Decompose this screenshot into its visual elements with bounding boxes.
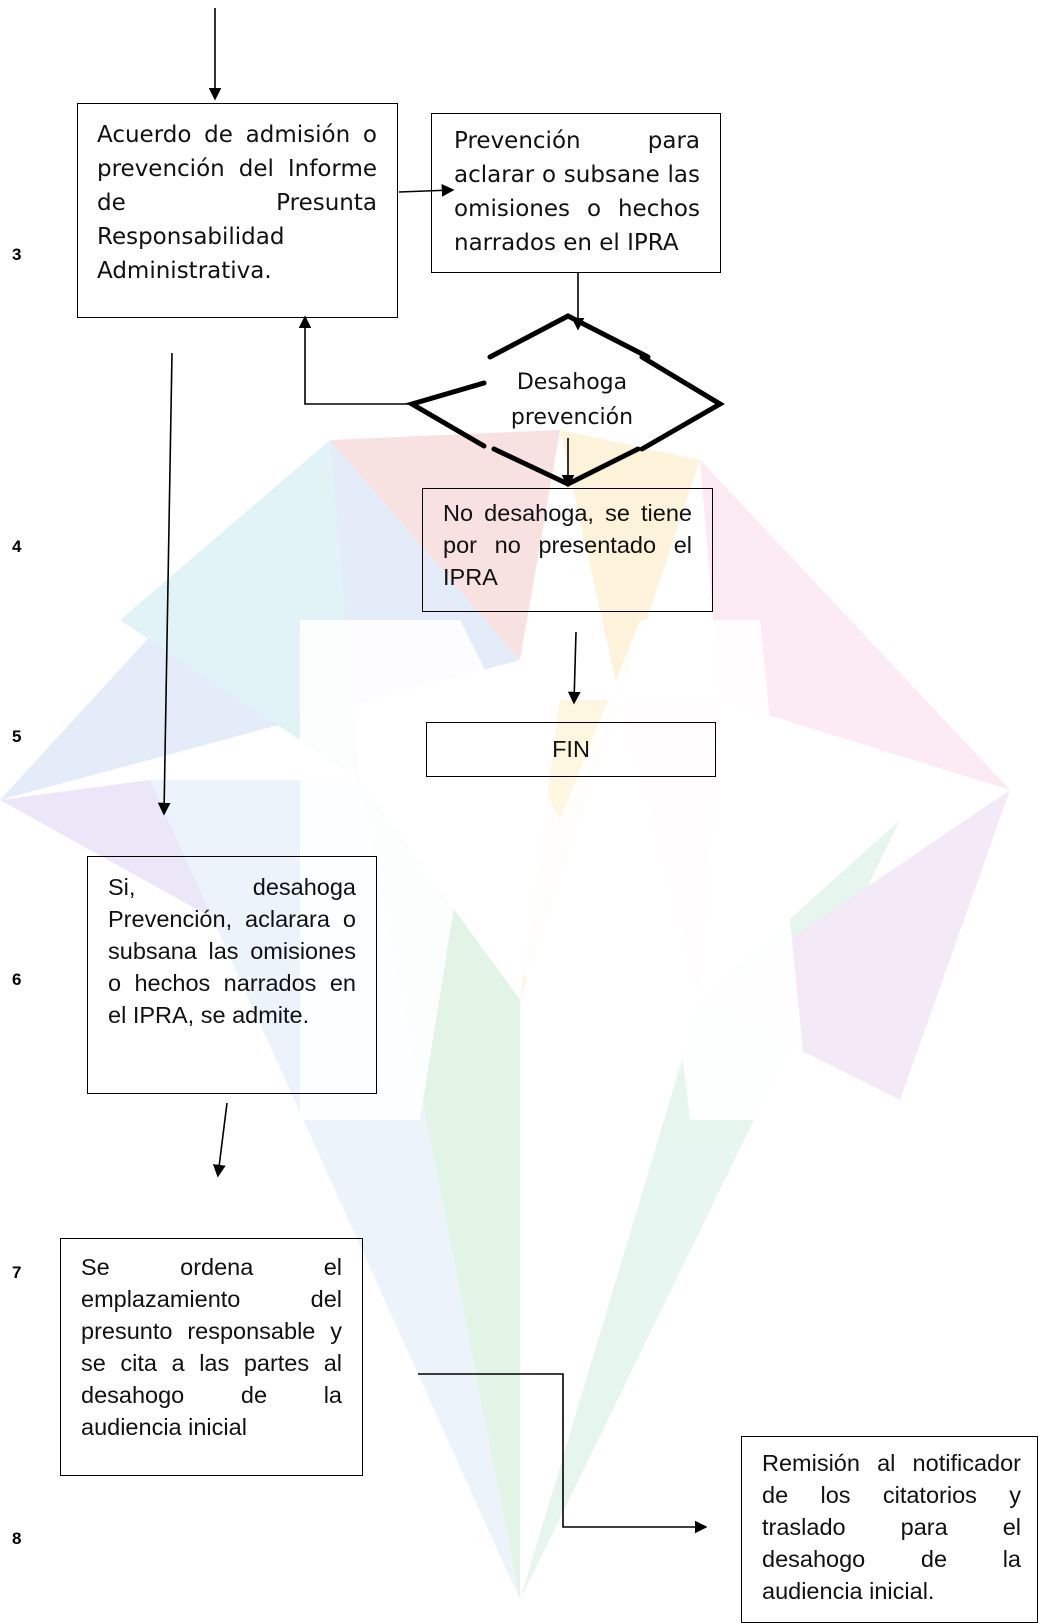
prevencion-box: Prevención para aclarar o subsane las om…	[431, 113, 721, 273]
step-number-8: 8	[12, 1529, 22, 1548]
no-desahoga-box: No desahoga, se tiene por no presentado …	[422, 488, 713, 612]
arrow-no-fin	[567, 631, 581, 705]
step-number-6: 6	[12, 970, 22, 989]
step-number-4: 4	[12, 537, 22, 556]
si-desahoga-box: Si, desahoga Prevención, aclarara o subs…	[87, 856, 377, 1094]
arrow-decision-acuerdo	[298, 315, 412, 405]
fin-box: FIN	[426, 722, 716, 777]
emplazamiento-box: Se ordena el emplazamiento del presunto …	[60, 1238, 363, 1476]
step-number-7: 7	[12, 1263, 22, 1282]
decision-label: Desahoga prevención	[510, 370, 634, 430]
arrow-emplazamiento-remision	[418, 1373, 708, 1534]
step-number-5: 5	[12, 727, 22, 746]
acuerdo-admision-box: Acuerdo de admisión o prevención del Inf…	[77, 103, 398, 318]
arrow-acuerdo-si	[157, 352, 173, 816]
step-number-3: 3	[12, 245, 22, 264]
arrow-acuerdo-prevencion	[398, 183, 455, 197]
remision-box: Remisión al notificador de los citatorio…	[741, 1436, 1038, 1623]
arrow-si-emplazamiento	[212, 1102, 228, 1178]
decision-diamond	[405, 313, 725, 487]
